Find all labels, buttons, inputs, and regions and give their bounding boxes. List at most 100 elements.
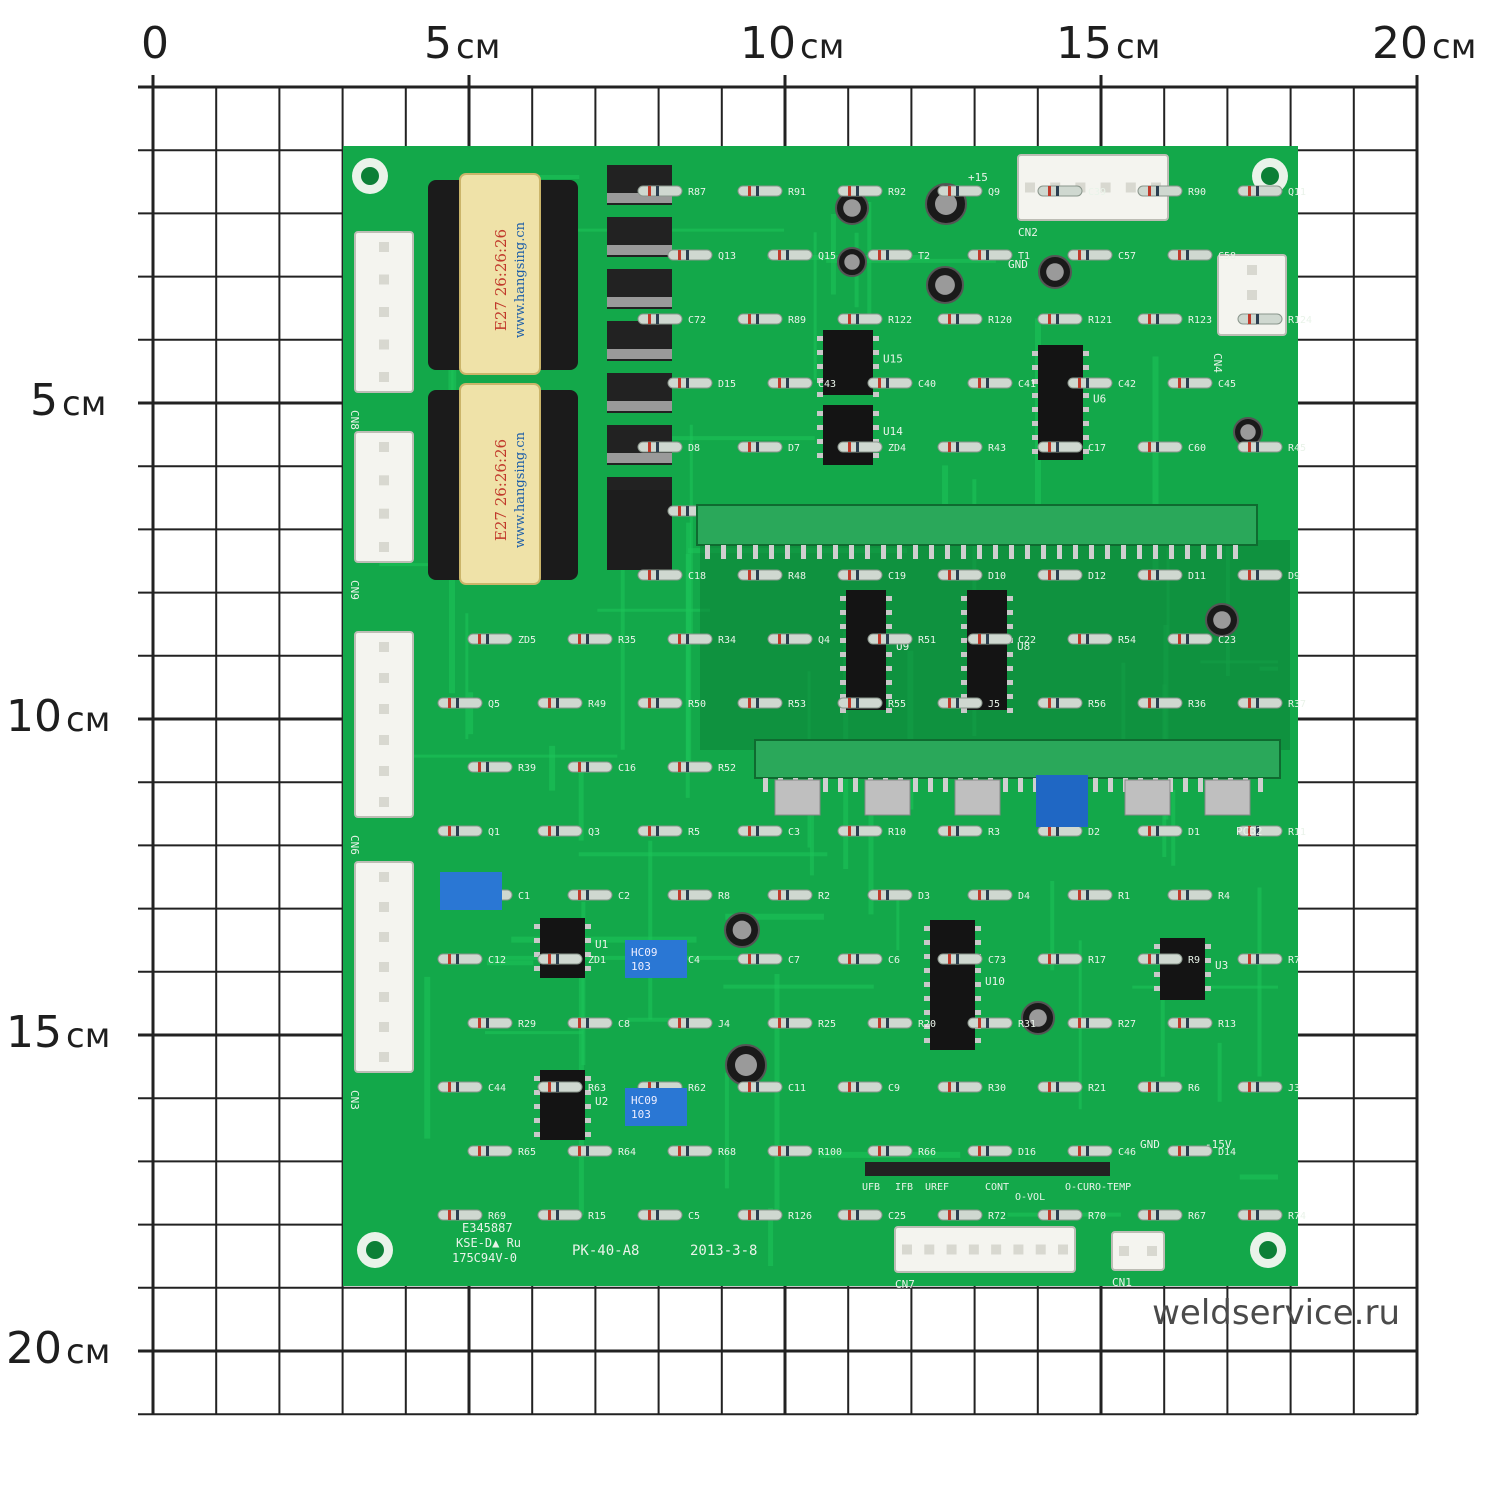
component-label: C39 bbox=[1088, 187, 1106, 198]
header-pin bbox=[913, 778, 918, 792]
trimmer-potentiometer bbox=[1036, 775, 1088, 827]
connector-pin bbox=[379, 274, 389, 285]
connector-pin bbox=[924, 1244, 935, 1255]
resistor-band bbox=[486, 762, 489, 772]
header-pin bbox=[769, 545, 774, 559]
component-label: C7 bbox=[788, 955, 800, 966]
resistor-body bbox=[1067, 249, 1113, 261]
resistor-band bbox=[1156, 1082, 1159, 1092]
component-label: R9 bbox=[1188, 955, 1200, 966]
capacitor-top bbox=[1029, 1009, 1047, 1027]
resistor-band bbox=[886, 1146, 889, 1156]
resistor-body bbox=[767, 377, 813, 389]
ic-pin bbox=[1154, 944, 1160, 949]
potentiometer-marking: HC09 bbox=[631, 946, 658, 959]
resistor-body bbox=[767, 633, 813, 645]
scale-number: 15 bbox=[6, 1007, 62, 1058]
component-label: R27 bbox=[1118, 1019, 1136, 1030]
component-label: C17 bbox=[1088, 443, 1106, 454]
component-label: R48 bbox=[788, 571, 806, 582]
transistor-tab bbox=[607, 245, 672, 255]
pin-header bbox=[865, 1162, 1110, 1176]
component-label: C40 bbox=[918, 379, 936, 390]
resistor-body bbox=[1237, 1081, 1283, 1093]
resistor-band bbox=[548, 826, 551, 836]
component-label: R122 bbox=[888, 315, 912, 326]
resistor-band bbox=[786, 890, 789, 900]
component-label: C43 bbox=[818, 379, 836, 390]
capacitor-top bbox=[935, 275, 955, 295]
component-label: R121 bbox=[1088, 315, 1112, 326]
resistor-band bbox=[1048, 1210, 1051, 1220]
resistor-band bbox=[1086, 250, 1089, 260]
resistor-band bbox=[786, 1146, 789, 1156]
component-label: R91 bbox=[788, 187, 806, 198]
resistor-band bbox=[756, 826, 759, 836]
transformer-bobbin bbox=[459, 383, 541, 585]
connector-pin bbox=[1025, 182, 1035, 193]
resistor-band bbox=[648, 698, 651, 708]
ic-pin bbox=[975, 968, 981, 973]
ic-pin bbox=[1083, 421, 1089, 426]
resistor-band bbox=[986, 634, 989, 644]
component-label: R15 bbox=[588, 1211, 606, 1222]
component-label: R66 bbox=[918, 1147, 936, 1158]
resistor-band bbox=[548, 698, 551, 708]
component-label: R54 bbox=[1118, 635, 1136, 646]
component-label: T2 bbox=[918, 251, 930, 262]
header-pin bbox=[721, 545, 726, 559]
resistor-band bbox=[678, 890, 681, 900]
component-label: R3 bbox=[988, 827, 1000, 838]
component-label: C73 bbox=[988, 955, 1006, 966]
connector-pin bbox=[1247, 290, 1257, 300]
component-label: Q3 bbox=[588, 827, 600, 838]
resistor-band bbox=[678, 634, 681, 644]
mounting-hole-center bbox=[1261, 167, 1279, 185]
transistor-tab bbox=[607, 193, 672, 203]
component-label: R36 bbox=[1188, 699, 1206, 710]
resistor-body bbox=[737, 569, 783, 581]
resistor-band bbox=[748, 954, 751, 964]
resistor-body bbox=[937, 313, 983, 325]
resistor-band bbox=[586, 1146, 589, 1156]
resistor-band bbox=[978, 890, 981, 900]
ic-pin bbox=[585, 938, 591, 943]
resistor-band bbox=[1156, 570, 1159, 580]
certification-mark: E345887 bbox=[462, 1221, 513, 1235]
resistor-band bbox=[648, 826, 651, 836]
component-label: R10 bbox=[888, 827, 906, 838]
resistor-band bbox=[548, 954, 551, 964]
power-label: +15 bbox=[968, 171, 988, 184]
ic-package bbox=[823, 330, 873, 395]
connector-housing bbox=[894, 1226, 1076, 1273]
resistor-band bbox=[678, 250, 681, 260]
scale-number: 20 bbox=[1372, 18, 1428, 69]
ic-pin bbox=[961, 708, 967, 713]
resistor-body bbox=[737, 825, 783, 837]
resistor-body bbox=[1167, 249, 1213, 261]
header-pin bbox=[1137, 545, 1142, 559]
resistor-band bbox=[948, 1210, 951, 1220]
connector-pin bbox=[379, 372, 389, 382]
resistor-band bbox=[978, 1018, 981, 1028]
ic-pin bbox=[1032, 365, 1038, 370]
resistor-band bbox=[478, 1146, 481, 1156]
ic-pin bbox=[961, 624, 967, 629]
ic-pin bbox=[840, 610, 846, 615]
resistor-body bbox=[1167, 1017, 1213, 1029]
component-label: R64 bbox=[618, 1147, 636, 1158]
component-label: J3 bbox=[1288, 1083, 1300, 1094]
resistor-body bbox=[737, 953, 783, 965]
resistor-band bbox=[648, 1210, 651, 1220]
resistor-body bbox=[1137, 569, 1183, 581]
resistor-band bbox=[948, 442, 951, 452]
scale-unit: см bbox=[66, 1332, 111, 1372]
resistor-band bbox=[986, 890, 989, 900]
ic-pin bbox=[961, 680, 967, 685]
transformer-url: www.hangsing.cn bbox=[513, 221, 528, 338]
resistor-band bbox=[1086, 634, 1089, 644]
header-pin bbox=[929, 545, 934, 559]
component-label: R35 bbox=[618, 635, 636, 646]
